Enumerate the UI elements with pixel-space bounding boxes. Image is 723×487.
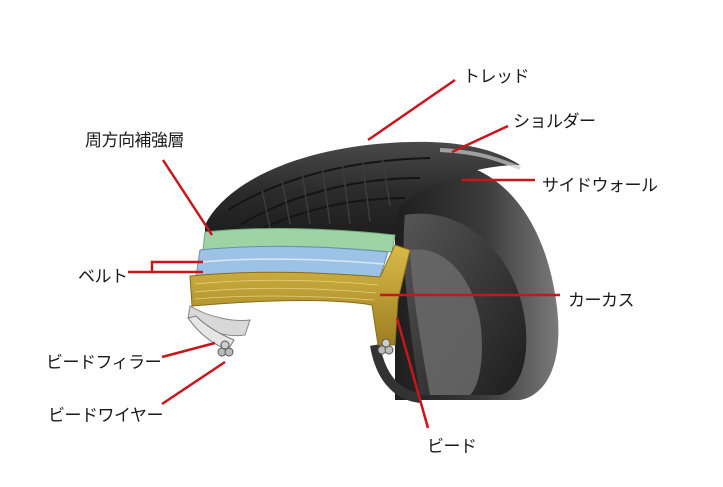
bead-wire-left	[217, 340, 234, 357]
leader-bead-wire	[161, 360, 226, 406]
leader-tread	[367, 78, 456, 142]
label-carcass: カーカス	[568, 291, 635, 311]
label-sidewall: サイドウォール	[542, 176, 658, 196]
label-shoulder: ショルダー	[513, 112, 596, 132]
tire-body	[205, 141, 559, 403]
leader-cap-ply	[161, 159, 214, 236]
leader-shoulder	[451, 124, 509, 154]
leader-bead-filler	[161, 341, 216, 359]
carcass-layer	[189, 244, 411, 346]
leader-bead	[395, 317, 430, 429]
label-bead-wire: ビードワイヤー	[48, 406, 164, 426]
tire-inner-wall	[410, 249, 482, 395]
sidewall-rim	[370, 344, 421, 403]
leader-belt	[128, 260, 203, 274]
cross-section-layers	[187, 227, 411, 357]
tread	[205, 141, 520, 240]
label-bead-filler: ビードフィラー	[46, 353, 162, 373]
label-tread: トレッド	[463, 67, 530, 87]
leader-lines	[128, 78, 560, 429]
label-bead: ビード	[427, 437, 477, 457]
label-cap-ply: 周方向補強層	[85, 131, 185, 151]
label-belt: ベルト	[78, 267, 128, 287]
shoulder-highlight	[439, 148, 521, 170]
bead-wire-right	[377, 338, 394, 355]
tread-grooves	[227, 157, 431, 233]
